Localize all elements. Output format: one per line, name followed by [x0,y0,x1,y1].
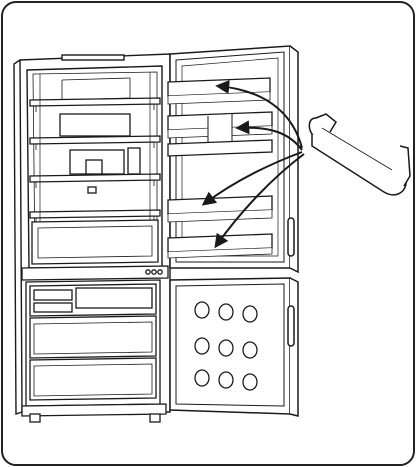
freezer-door [170,278,298,416]
tray-slot [219,372,233,388]
door-bin-slot-3 [168,196,272,222]
freezer-door-handle [288,306,294,346]
tray-slot [243,306,257,322]
door-bin-slot-4 [168,234,272,258]
shelf-item-bottle [128,148,140,174]
tray-slot [195,302,209,318]
cabinet-foot-left [30,414,40,422]
freezer-drawer-1 [30,316,156,358]
freezer-drawer-2 [30,358,156,400]
compartment-divider [22,266,168,280]
fridge-door-handle [288,218,294,256]
shelf-item-carton [86,160,102,174]
shelf-item-pack [60,114,130,136]
cabinet-foot-right [150,414,160,422]
tray-slot [219,340,233,356]
freezer-door-tray [195,302,257,390]
door-bin-slot-1 [168,78,270,104]
freezer-top-tray [30,284,156,316]
tray-slot [219,304,233,320]
tray-slot [195,370,209,386]
tray-slot [195,338,209,354]
crisper-drawer [32,220,158,264]
shelf-light-icon [88,187,96,193]
tray-slot [243,342,257,358]
door-bin-slot-2 [168,112,272,156]
tray-slot [243,374,257,390]
freezer-compartment [22,280,166,422]
